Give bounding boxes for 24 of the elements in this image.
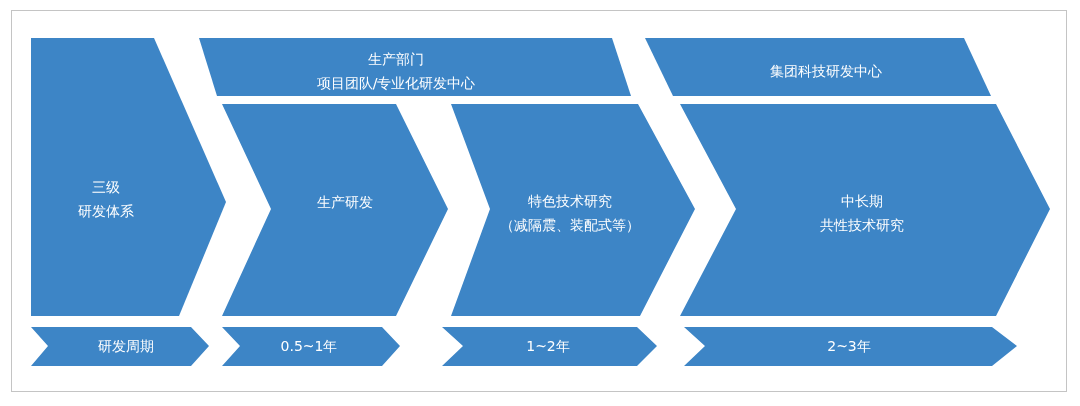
chevron-tag <box>442 327 657 366</box>
chevron-label: 共性技术研究 <box>820 216 904 234</box>
chevron-shape <box>222 104 448 316</box>
banner-label: 集团科技研发中心 <box>770 62 882 80</box>
period-label: 0.5~1年 <box>280 337 338 355</box>
banner-shape <box>645 38 991 96</box>
chevron-shape <box>680 104 1050 316</box>
chevron-label: （减隔震、装配式等） <box>500 216 640 234</box>
chevron-tag <box>684 327 1017 366</box>
period-label: 2~3年 <box>827 337 871 355</box>
chevron-label: 中长期 <box>841 192 883 210</box>
banner-shape <box>199 38 631 96</box>
banner-label: 生产部门 <box>368 50 424 68</box>
chevron-label: 特色技术研究 <box>528 192 612 210</box>
chevron-tag <box>31 327 209 366</box>
banner-label: 项目团队/专业化研发中心 <box>316 74 476 92</box>
chevron-tag <box>222 327 400 366</box>
chevron-shape <box>31 38 226 316</box>
chevron-shape <box>451 104 695 316</box>
period-label: 研发周期 <box>98 337 154 355</box>
chevron-label: 研发体系 <box>78 202 134 220</box>
chevron-label: 三级 <box>92 178 120 196</box>
chevron-label: 生产研发 <box>317 193 373 211</box>
period-label: 1~2年 <box>526 337 570 355</box>
